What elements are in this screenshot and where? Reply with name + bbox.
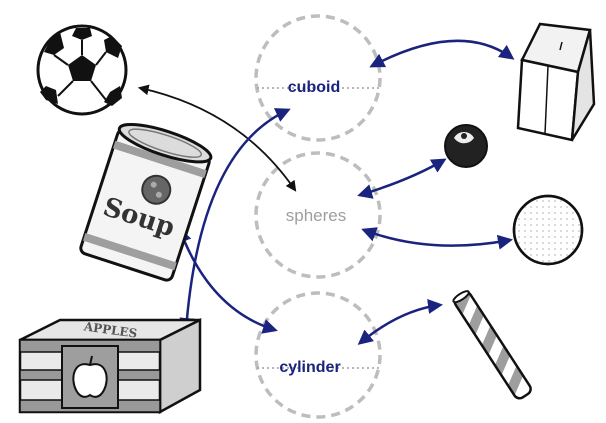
- cylinder-circle: [254, 291, 382, 419]
- arrow-straw-to-cylinder: [357, 299, 443, 345]
- arrow-soup-to-cylinder: [177, 227, 278, 334]
- arrow-golfball-to-spheres: [361, 227, 513, 250]
- golf-ball-icon: [512, 194, 584, 266]
- milk-carton-icon: [516, 22, 596, 142]
- arrow-candy-to-spheres: [357, 158, 447, 199]
- apples-crate-icon: APPLES: [18, 317, 202, 415]
- striped-straw-icon: [452, 290, 533, 401]
- soup-can-icon: Soup: [79, 122, 213, 282]
- arrow-carton-to-cuboid: [369, 39, 515, 68]
- arrow-crate-to-cuboid: [179, 108, 291, 333]
- spheres-circle: [254, 151, 382, 279]
- cuboid-label: cuboid: [288, 79, 340, 96]
- spheres-label: spheres: [286, 206, 346, 225]
- chocolate-candy-icon: [444, 124, 488, 168]
- cylinder-label: cylinder: [279, 359, 340, 376]
- cuboid-circle: [254, 14, 382, 142]
- soccer-ball-icon: [36, 24, 128, 116]
